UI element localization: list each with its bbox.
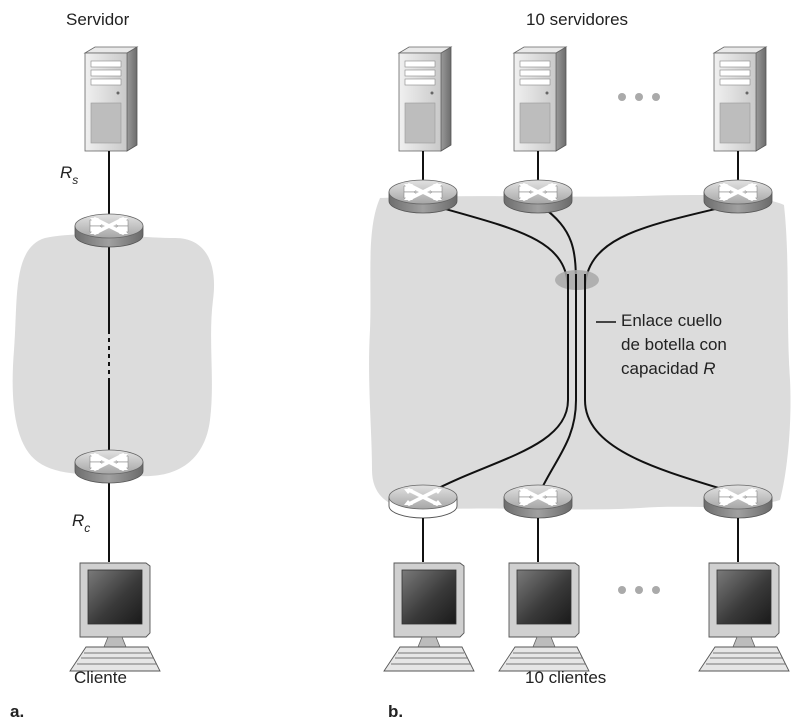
bottleneck-line-1: Enlace cuello [621,311,723,330]
server-a [84,46,138,152]
shared-links-b [430,204,733,493]
panel-label-b: b. [388,702,404,721]
router-b-bottom-2 [502,483,574,520]
rate-server-symbol: R [60,163,73,182]
server-b-3 [713,46,767,152]
router-b-bottom-3 [702,483,774,520]
clients-b [383,562,790,672]
ellipsis-clients-dots [618,586,660,594]
rate-server-label: Rs [60,163,78,187]
bottleneck-line-3: capacidad R [621,357,727,381]
router-b-top-2 [502,178,574,215]
router-b-bottom-1 [387,483,459,520]
cloud-a [12,234,215,477]
rate-client-subscript: c [84,521,91,535]
cloud-b [369,194,791,511]
client-pc-a [69,562,161,672]
bottleneck-label: Enlace cuello de botella con capacidad R [621,309,727,381]
router-client-links-b [422,518,739,562]
bottleneck-overlay [567,274,586,290]
client-label-a: Cliente [74,668,127,687]
server-label-a: Servidor [66,10,130,29]
client-pc-b-3 [698,562,790,672]
bottleneck-capacity-symbol: R [703,359,716,378]
bottleneck-capacity-text: capacidad [621,359,704,378]
servers-b [398,46,767,152]
rate-client-label: Rc [72,511,90,535]
server-b-2 [513,46,567,152]
server-b-1 [398,46,452,152]
router-a-bottom [73,448,145,485]
router-b-top-1 [387,178,459,215]
rate-server-subscript: s [72,173,79,187]
clients-label-b: 10 clientes [525,668,607,687]
client-pc-b-1 [383,562,475,672]
panel-label-a: a. [10,702,25,721]
server-router-links-b [422,151,739,185]
router-a-top [73,212,145,249]
rate-client-symbol: R [72,511,85,530]
servers-label-b: 10 servidores [526,10,629,29]
client-pc-b-2 [498,562,590,672]
bottleneck-line-2: de botella con [621,335,727,354]
ellipsis-servers-dots [618,93,660,101]
router-b-top-3 [702,178,774,215]
